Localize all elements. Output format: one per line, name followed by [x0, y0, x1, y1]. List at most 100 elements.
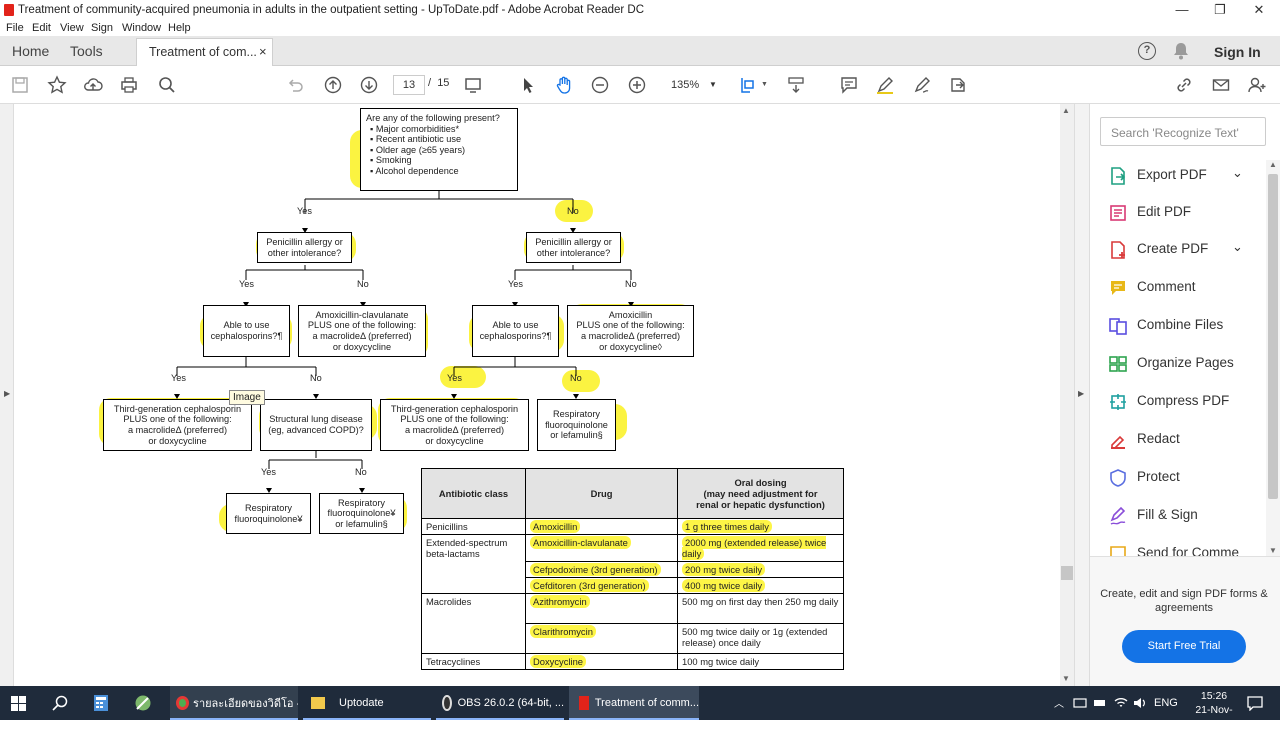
- collapse-right-pane-icon[interactable]: ▶: [1078, 389, 1085, 398]
- scroll-down-icon[interactable]: ▼: [1269, 546, 1277, 555]
- expand-left-pane-icon[interactable]: ▶: [4, 389, 11, 398]
- menu-file[interactable]: File: [6, 22, 24, 34]
- scroll-mode-icon[interactable]: [785, 74, 807, 96]
- document-view[interactable]: Are any of the following present? ▪ Majo…: [14, 104, 1060, 686]
- main-toolbar: 13 / 15 135%▼ ▼: [0, 66, 1280, 104]
- add-user-icon[interactable]: [1246, 74, 1268, 96]
- tool-fill-sign[interactable]: Fill & Sign: [1108, 504, 1268, 528]
- page-number-input[interactable]: 13: [393, 75, 425, 95]
- zoom-level-select[interactable]: 135%▼: [671, 79, 717, 91]
- network-icon[interactable]: [1073, 697, 1087, 709]
- tools-pane: Search 'Recognize Text' Export PDF ⌄ Edi…: [1090, 104, 1280, 686]
- flow-risk-list: ▪ Major comorbidities* ▪ Recent antibiot…: [370, 123, 466, 176]
- right-pane-divider[interactable]: ▶: [1074, 104, 1090, 686]
- page-display-icon[interactable]: [462, 74, 484, 96]
- tab-tools[interactable]: Tools: [70, 43, 103, 59]
- bookmark-star-icon[interactable]: [46, 74, 68, 96]
- document-scrollbar[interactable]: ▲ ▼: [1060, 104, 1074, 686]
- fit-dropdown-chevron-icon[interactable]: ▼: [761, 81, 768, 88]
- tools-pane-scroll-thumb[interactable]: [1268, 174, 1278, 499]
- next-page-icon[interactable]: [358, 74, 380, 96]
- tool-organize-pages[interactable]: Organize Pages: [1108, 352, 1268, 376]
- search-icon[interactable]: [52, 695, 68, 711]
- comment-icon[interactable]: [838, 74, 860, 96]
- zoom-out-icon[interactable]: [589, 74, 611, 96]
- menu-bar: File Edit View Sign Window Help: [0, 20, 1280, 36]
- comment-tool-icon: [1111, 281, 1125, 295]
- tab-document[interactable]: Treatment of com... ×: [136, 38, 273, 66]
- chevron-down-icon[interactable]: ⌄: [1232, 239, 1243, 254]
- battery-icon[interactable]: [1093, 697, 1107, 709]
- tool-protect[interactable]: Protect: [1108, 466, 1268, 490]
- taskbar-app-obs[interactable]: OBS 26.0.2 (64-bit, ...: [436, 686, 564, 720]
- tool-redact[interactable]: Redact: [1108, 428, 1268, 452]
- tool-combine-files[interactable]: Combine Files: [1108, 314, 1268, 338]
- email-icon[interactable]: [1210, 74, 1232, 96]
- tool-send-for-comment[interactable]: Send for Comme: [1108, 542, 1268, 556]
- flow-label-no: No: [625, 279, 637, 289]
- close-window-button[interactable]: ✕: [1253, 2, 1265, 17]
- flow-structural-lung-question: Structural lung disease(eg, advanced COP…: [260, 399, 372, 451]
- highlight-pen-icon[interactable]: [874, 74, 896, 96]
- minimize-button[interactable]: —: [1175, 2, 1189, 17]
- menu-window[interactable]: Window: [122, 22, 162, 34]
- bell-icon[interactable]: [1173, 42, 1189, 60]
- tool-comment[interactable]: Comment: [1108, 276, 1268, 300]
- left-nav-collapsed[interactable]: ▶: [0, 104, 14, 686]
- share-send-icon[interactable]: [947, 74, 969, 96]
- scroll-down-icon[interactable]: ▼: [1062, 674, 1070, 683]
- tray-chevron-up-icon[interactable]: ︿: [1054, 699, 1064, 710]
- chevron-down-icon[interactable]: ⌄: [1232, 165, 1243, 180]
- find-zoom-icon[interactable]: [156, 74, 178, 96]
- notification-center-icon[interactable]: [1247, 695, 1263, 711]
- wifi-icon[interactable]: [1113, 695, 1129, 711]
- start-free-trial-button[interactable]: Start Free Trial: [1122, 630, 1246, 663]
- recognize-text-search[interactable]: Search 'Recognize Text': [1100, 117, 1266, 146]
- language-indicator[interactable]: ENG: [1154, 697, 1178, 709]
- paint-app-icon[interactable]: [134, 694, 152, 712]
- taskbar-app-chrome[interactable]: รายละเอียดของวิดีโอ - ...: [170, 686, 298, 720]
- menu-view[interactable]: View: [60, 22, 84, 34]
- menu-help[interactable]: Help: [168, 22, 191, 34]
- select-cursor-icon[interactable]: [517, 74, 539, 96]
- scroll-up-icon[interactable]: ▲: [1269, 160, 1277, 169]
- undo-icon[interactable]: [284, 74, 306, 96]
- document-scroll-thumb[interactable]: [1061, 566, 1073, 580]
- previous-page-icon[interactable]: [322, 74, 344, 96]
- print-icon[interactable]: [118, 74, 140, 96]
- windows-start-icon[interactable]: [11, 696, 26, 711]
- tool-compress-pdf[interactable]: Compress PDF: [1108, 390, 1268, 414]
- flow-label-no: No: [570, 373, 582, 383]
- menu-sign[interactable]: Sign: [91, 22, 114, 34]
- taskbar-app-uptodate[interactable]: Uptodate: [303, 686, 431, 720]
- flow-label-yes: Yes: [261, 467, 276, 477]
- upload-cloud-icon[interactable]: [82, 74, 104, 96]
- volume-icon[interactable]: [1133, 696, 1147, 710]
- save-icon[interactable]: [9, 74, 31, 96]
- maximize-button[interactable]: ❐: [1214, 2, 1226, 17]
- tool-create-pdf[interactable]: Create PDF ⌄: [1108, 238, 1268, 262]
- share-link-icon[interactable]: [1173, 74, 1195, 96]
- sign-pen-icon[interactable]: [911, 74, 933, 96]
- scroll-up-icon[interactable]: ▲: [1062, 106, 1070, 115]
- tab-close-icon[interactable]: ×: [259, 44, 267, 59]
- tool-export-pdf[interactable]: Export PDF ⌄: [1108, 164, 1268, 188]
- tool-edit-pdf[interactable]: Edit PDF: [1108, 201, 1268, 225]
- taskbar-app-acrobat[interactable]: Treatment of comm...: [569, 686, 699, 720]
- fit-page-icon[interactable]: [737, 74, 759, 96]
- sign-in-link[interactable]: Sign In: [1214, 44, 1261, 60]
- help-icon[interactable]: ?: [1138, 42, 1156, 60]
- hand-tool-icon[interactable]: [553, 74, 575, 96]
- menu-edit[interactable]: Edit: [32, 22, 51, 34]
- zoom-in-icon[interactable]: [626, 74, 648, 96]
- tab-home[interactable]: Home: [12, 43, 50, 59]
- calculator-icon[interactable]: [93, 694, 109, 712]
